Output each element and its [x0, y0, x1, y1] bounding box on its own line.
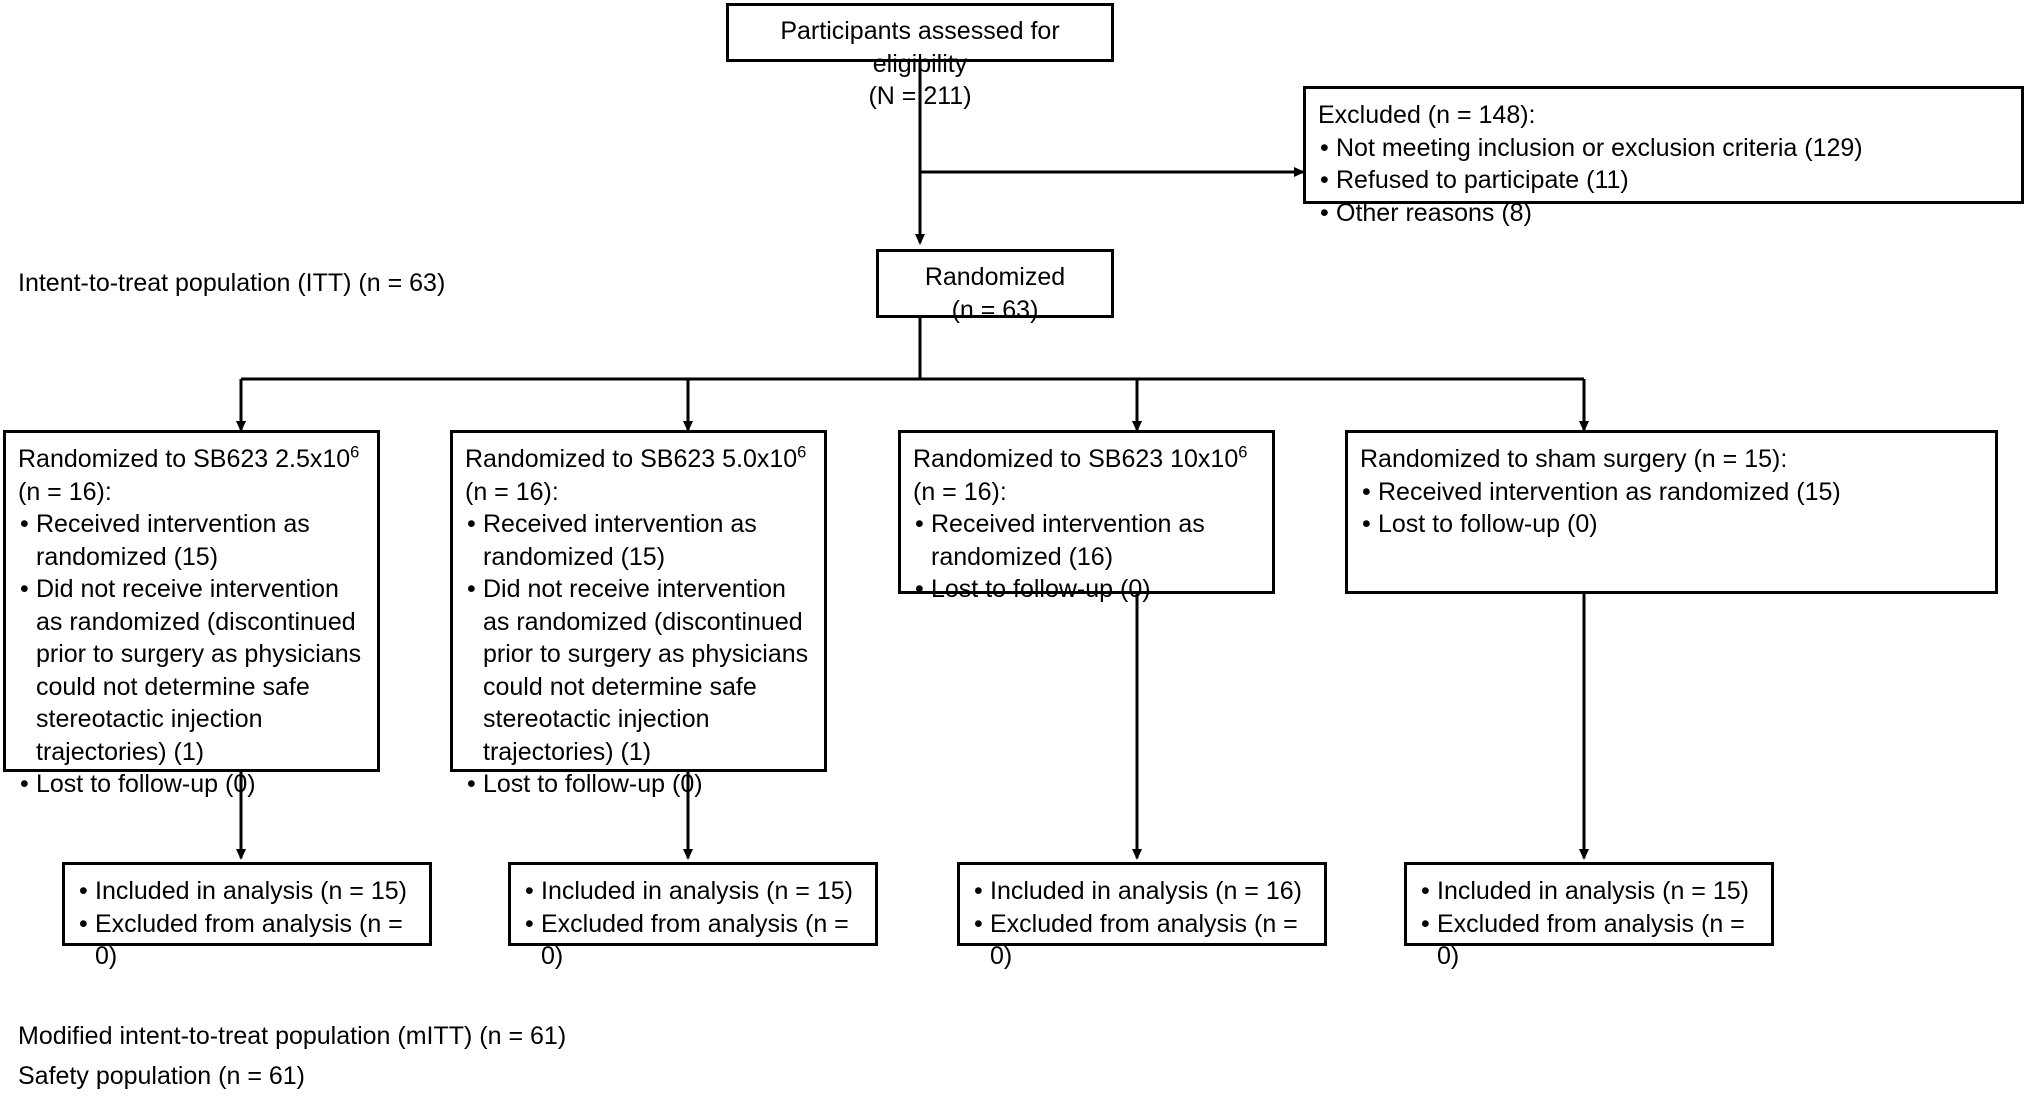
list-item: Lost to follow-up (0): [18, 768, 365, 801]
arm-4-heading: Randomized to sham surgery (n = 15):: [1360, 443, 1983, 476]
list-item: Other reasons (8): [1318, 197, 2009, 230]
arm-3-heading-exponent: 6: [1238, 443, 1248, 462]
list-item: Lost to follow-up (0): [1360, 508, 1983, 541]
assessed-line-1: Participants assessed for eligibility: [780, 17, 1060, 78]
arm-1-heading: Randomized to SB623 2.5x106 (n = 16):: [18, 443, 365, 508]
list-item: Included in analysis (n = 15): [523, 875, 863, 908]
randomized-line-2: (n = 63): [951, 295, 1039, 324]
excluded-heading: Excluded (n = 148):: [1318, 101, 1536, 129]
list-item: Excluded from analysis (n = 0): [523, 908, 863, 973]
node-randomized: Randomized (n = 63): [876, 249, 1114, 324]
label-itt-population: Intent-to-treat population (ITT) (n = 63…: [18, 269, 446, 297]
node-arm-2-analysis: Included in analysis (n = 15) Excluded f…: [508, 862, 878, 970]
arm-1-heading-exponent: 6: [350, 443, 360, 462]
list-item: Excluded from analysis (n = 0): [972, 908, 1312, 973]
node-arm-4-allocation: Randomized to sham surgery (n = 15): Rec…: [1345, 430, 1998, 594]
list-item: Received intervention as randomized (15): [18, 508, 365, 573]
list-item: Excluded from analysis (n = 0): [1419, 908, 1759, 973]
randomized-line-1: Randomized: [924, 263, 1066, 291]
list-item: Included in analysis (n = 15): [77, 875, 417, 908]
arm-2-heading-prefix: Randomized to SB623 5.0x10: [465, 445, 798, 473]
node-arm-1-allocation: Randomized to SB623 2.5x106 (n = 16): Re…: [3, 430, 380, 800]
arm-3-heading-prefix: Randomized to SB623 10x10: [913, 445, 1239, 473]
arm-2-item-list: Received intervention as randomized (15)…: [465, 508, 812, 801]
list-item: Included in analysis (n = 15): [1419, 875, 1759, 908]
excluded-reason-list: Not meeting inclusion or exclusion crite…: [1318, 132, 2009, 230]
arm-4-item-list: Received intervention as randomized (15)…: [1360, 476, 1983, 541]
label-safety-population: Safety population (n = 61): [18, 1062, 305, 1090]
node-arm-2-allocation: Randomized to SB623 5.0x106 (n = 16): Re…: [450, 430, 827, 800]
arm-1-heading-prefix: Randomized to SB623 2.5x10: [18, 445, 351, 473]
list-item: Not meeting inclusion or exclusion crite…: [1318, 132, 2009, 165]
node-assessed-for-eligibility: Participants assessed for eligibility (N…: [726, 3, 1114, 110]
arm-3-item-list: Received intervention as randomized (16)…: [913, 508, 1260, 606]
node-arm-4-analysis: Included in analysis (n = 15) Excluded f…: [1404, 862, 1774, 970]
arm-2-heading-exponent: 6: [797, 443, 807, 462]
list-item: Lost to follow-up (0): [913, 573, 1260, 606]
node-arm-3-allocation: Randomized to SB623 10x106 (n = 16): Rec…: [898, 430, 1275, 605]
arm-3-heading: Randomized to SB623 10x106 (n = 16):: [913, 443, 1260, 508]
label-mitt-population: Modified intent-to-treat population (mIT…: [18, 1022, 567, 1050]
arm-2-heading-suffix: (n = 16):: [465, 477, 559, 506]
node-excluded: Excluded (n = 148): Not meeting inclusio…: [1303, 86, 2024, 229]
arm-3-heading-suffix: (n = 16):: [913, 477, 1007, 506]
list-item: Did not receive intervention as randomiz…: [465, 573, 812, 768]
assessed-line-2: (N = 211): [868, 82, 972, 110]
arm-2-analysis-list: Included in analysis (n = 15) Excluded f…: [523, 875, 863, 973]
arm-2-heading: Randomized to SB623 5.0x106 (n = 16):: [465, 443, 812, 508]
node-arm-1-analysis: Included in analysis (n = 15) Excluded f…: [62, 862, 432, 970]
list-item: Received intervention as randomized (16): [913, 508, 1260, 573]
arm-3-analysis-list: Included in analysis (n = 16) Excluded f…: [972, 875, 1312, 973]
arm-1-analysis-list: Included in analysis (n = 15) Excluded f…: [77, 875, 417, 973]
list-item: Included in analysis (n = 16): [972, 875, 1312, 908]
list-item: Lost to follow-up (0): [465, 768, 812, 801]
arm-1-item-list: Received intervention as randomized (15)…: [18, 508, 365, 801]
arm-1-heading-suffix: (n = 16):: [18, 477, 112, 506]
arm-4-analysis-list: Included in analysis (n = 15) Excluded f…: [1419, 875, 1759, 973]
arm-4-heading-prefix: Randomized to sham surgery (n = 15):: [1360, 445, 1788, 473]
list-item: Refused to participate (11): [1318, 164, 2009, 197]
list-item: Received intervention as randomized (15): [1360, 476, 1983, 509]
node-arm-3-analysis: Included in analysis (n = 16) Excluded f…: [957, 862, 1327, 970]
list-item: Did not receive intervention as randomiz…: [18, 573, 365, 768]
list-item: Excluded from analysis (n = 0): [77, 908, 417, 973]
list-item: Received intervention as randomized (15): [465, 508, 812, 573]
